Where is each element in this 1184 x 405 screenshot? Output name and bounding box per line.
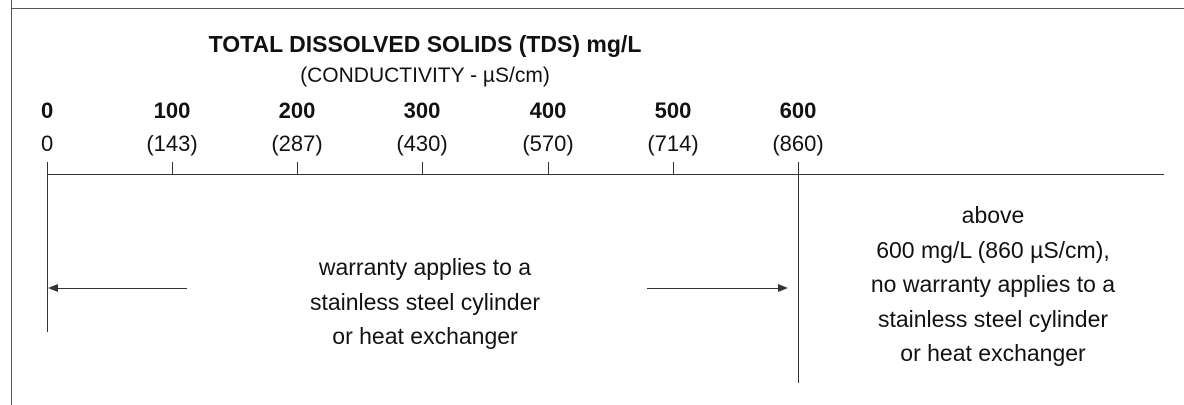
arrow-left-head — [48, 284, 58, 292]
tick-mark-200 — [297, 162, 298, 174]
no-warranty-line-2: 600 mg/L (860 µS/cm), — [876, 236, 1110, 263]
arrow-left-shaft — [56, 288, 187, 289]
warranty-applies-text: warranty applies to a stainless steel cy… — [230, 250, 620, 354]
diagram-subtitle: (CONDUCTIVITY - µS/cm) — [300, 64, 550, 87]
no-warranty-text: above 600 mg/L (860 µS/cm), no warranty … — [812, 198, 1174, 371]
tds-label-500: 500 — [654, 98, 692, 123]
diagram-title: TOTAL DISSOLVED SOLIDS (TDS) mg/L — [208, 31, 642, 57]
warranty-line-2: stainless steel cylinder — [309, 288, 541, 315]
warranty-line-1: warranty applies to a — [318, 254, 532, 280]
tds-label-600: 600 — [779, 98, 817, 123]
no-warranty-line-4: stainless steel cylinder — [877, 305, 1109, 332]
conductivity-label-430: (430) — [396, 131, 448, 156]
conductivity-label-714: (714) — [647, 131, 699, 156]
conductivity-label-570: (570) — [522, 131, 574, 156]
tick-mark-100 — [172, 162, 173, 174]
limit-boundary-line — [798, 162, 799, 383]
arrow-right-shaft — [647, 288, 780, 289]
no-warranty-line-3: no warranty applies to a — [870, 271, 1116, 297]
tds-label-300: 300 — [403, 98, 441, 123]
scale-axis-line — [47, 174, 1164, 175]
zero-boundary-line — [47, 162, 48, 332]
tds-label-200: 200 — [278, 98, 316, 123]
tick-mark-300 — [422, 162, 423, 174]
conductivity-label-143: (143) — [146, 131, 198, 156]
conductivity-label-0: 0 — [41, 131, 54, 156]
tds-label-100: 100 — [153, 98, 191, 123]
tds-label-0: 0 — [41, 98, 54, 123]
frame-border-left — [11, 0, 12, 405]
warranty-line-3: or heat exchanger — [332, 323, 518, 349]
no-warranty-line-5: or heat exchanger — [900, 340, 1086, 366]
no-warranty-line-1: above — [961, 202, 1025, 228]
conductivity-label-287: (287) — [271, 131, 323, 156]
conductivity-label-860: (860) — [772, 131, 824, 156]
tick-mark-500 — [673, 162, 674, 174]
arrow-right-head — [778, 284, 788, 292]
tds-label-400: 400 — [529, 98, 567, 123]
frame-border-top — [11, 8, 1184, 9]
tick-mark-400 — [548, 162, 549, 174]
